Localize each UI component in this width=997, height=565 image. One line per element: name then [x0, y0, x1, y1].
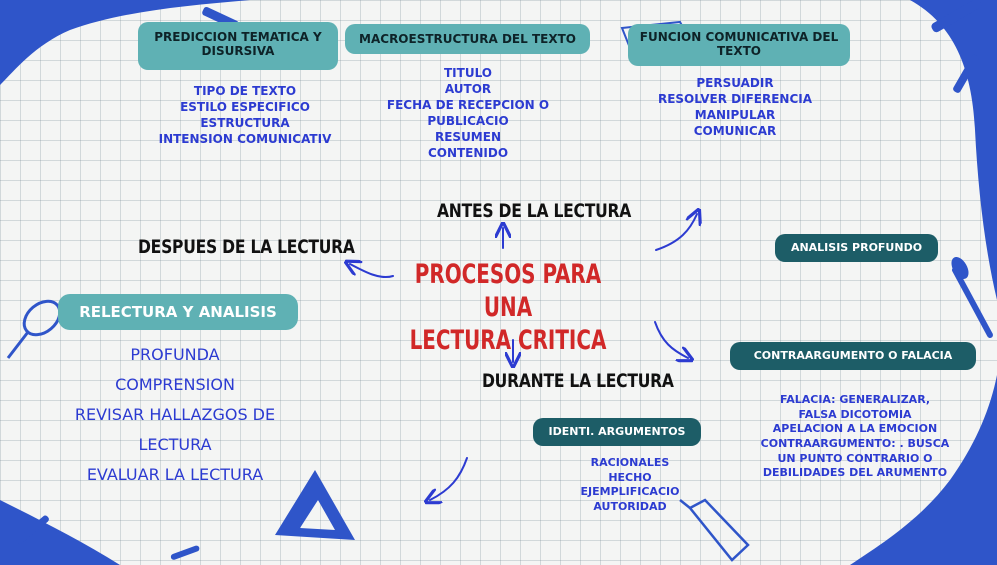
contraargumento-list: FALACIA: GENERALIZAR, FALSA DICOTOMIA AP… — [755, 393, 955, 481]
list-item: TITULO — [444, 66, 492, 80]
list-item: UN PUNTO CONTRARIO O — [777, 451, 933, 465]
arrow-down-right-contra — [654, 321, 688, 358]
list-item: FALACIA: GENERALIZAR, — [779, 393, 931, 406]
list-item: LECTURA — [138, 435, 212, 454]
list-item: FECHA DE RECEPCION O — [386, 97, 550, 112]
identi-list: RACIONALES HECHO EJEMPLIFICACIO AUTORIDA… — [560, 456, 700, 515]
list-item: REVISAR HALLAZGOS DE — [74, 405, 276, 424]
center-title-line2: LECTURA CRITICA — [409, 325, 607, 356]
list-item: AUTOR — [444, 81, 492, 96]
funcion-comunicativa-header: FUNCION COMUNICATIVA DEL TEXTO — [628, 24, 850, 66]
list-item: CONTRAARGUMENTO: . BUSCA — [760, 436, 950, 450]
list-item: DEBILIDADES DEL ARUMENTO — [762, 466, 948, 480]
funcion-list: PERSUADIR RESOLVER DIFERENCIA MANIPULAR … — [655, 76, 815, 140]
list-item: RACIONALES — [590, 456, 670, 469]
arrow-up-right-funcion — [655, 214, 697, 251]
arrow-left-despues — [350, 264, 394, 278]
list-item: APELACION A LA EMOCION — [772, 422, 938, 436]
identi-argumentos-header: IDENTI. ARGUMENTOS — [533, 418, 701, 446]
list-item: INTENSION COMUNICATIV — [158, 131, 332, 146]
macroestructura-title: MACROESTRUCTURA DEL TEXTO — [359, 32, 576, 46]
list-item: AUTORIDAD — [593, 499, 667, 513]
prediccion-title-line1: PREDICCION TEMATICA Y — [154, 30, 322, 44]
list-item: EVALUAR LA LECTURA — [86, 465, 264, 484]
center-title-line1: PROCESOS PARA UNA — [414, 259, 602, 323]
macroestructura-header: MACROESTRUCTURA DEL TEXTO — [345, 24, 590, 54]
funcion-title-line2: TEXTO — [716, 44, 762, 58]
analisis-profundo-header: ANALISIS PROFUNDO — [775, 234, 938, 262]
analisis-title: ANALISIS PROFUNDO — [790, 241, 923, 254]
prediccion-title-line2: DISURSIVA — [201, 44, 275, 58]
list-item: TIPO DE TEXTO — [193, 84, 297, 98]
list-item: PROFUNDA — [130, 345, 220, 364]
center-title: PROCESOS PARA UNA LECTURA CRITICA — [410, 258, 607, 357]
list-item: HECHO — [608, 470, 652, 484]
list-item: COMUNICAR — [693, 123, 777, 138]
list-item: MANIPULAR — [694, 107, 776, 122]
relectura-list: PROFUNDA COMPRENSION REVISAR HALLAZGOS D… — [55, 340, 295, 490]
list-item: EJEMPLIFICACIO — [580, 485, 680, 499]
list-item: ESTILO ESPECIFICO — [180, 99, 310, 114]
durante-heading: DURANTE LA LECTURA — [482, 370, 674, 392]
prediccion-tematica-header: PREDICCION TEMATICA Y DISURSIVA — [138, 22, 338, 70]
list-item: PERSUADIR — [696, 76, 774, 90]
prediccion-list: TIPO DE TEXTO ESTILO ESPECIFICO ESTRUCTU… — [150, 84, 340, 148]
relectura-header: RELECTURA Y ANALISIS — [58, 294, 298, 330]
relectura-title: RELECTURA Y ANALISIS — [79, 303, 277, 321]
arrow-down-left-relectura — [430, 457, 468, 500]
funcion-title-line1: FUNCION COMUNICATIVA DEL — [639, 30, 839, 44]
identi-title: IDENTI. ARGUMENTOS — [548, 425, 686, 438]
list-item: COMPRENSION — [115, 375, 235, 394]
antes-heading: ANTES DE LA LECTURA — [437, 200, 632, 222]
list-item: RESOLVER DIFERENCIA — [657, 91, 813, 106]
list-item: FALSA DICOTOMIA — [798, 407, 912, 421]
contraargumento-header: CONTRAARGUMENTO O FALACIA — [730, 342, 976, 370]
despues-heading: DESPUES DE LA LECTURA — [138, 236, 355, 258]
list-item: ESTRUCTURA — [200, 115, 290, 130]
list-item: PUBLICACIO — [427, 113, 509, 128]
list-item: CONTENIDO — [427, 145, 509, 160]
macroestructura-list: TITULO AUTOR FECHA DE RECEPCION O PUBLIC… — [368, 66, 568, 162]
contraargumento-title: CONTRAARGUMENTO O FALACIA — [753, 349, 953, 362]
list-item: RESUMEN — [434, 129, 501, 144]
